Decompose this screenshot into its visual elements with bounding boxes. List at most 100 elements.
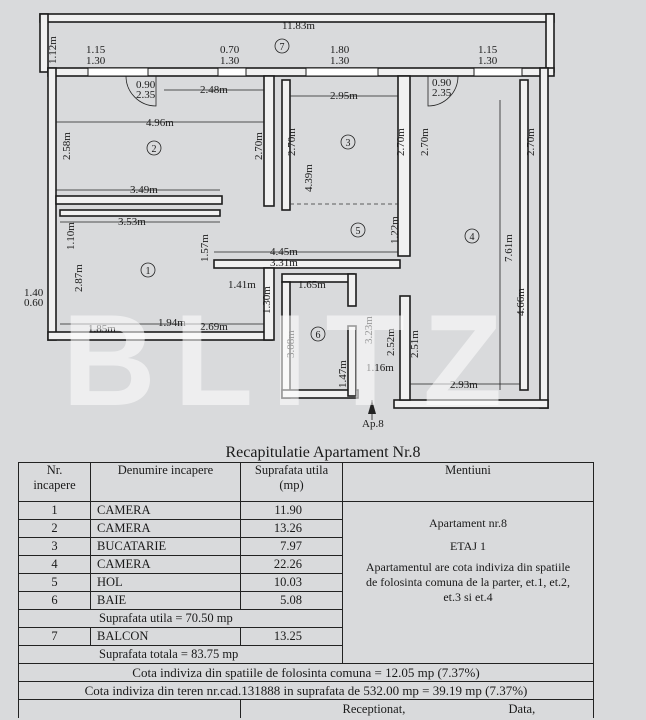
svg-text:3: 3	[346, 138, 351, 149]
room-label-5: 5	[350, 222, 366, 238]
dim-r4-270a: 2.70m	[419, 128, 431, 156]
west-wall	[47, 67, 57, 341]
dim-window4-top: 1.15	[478, 44, 498, 56]
dim-r2-496: 4.96m	[146, 117, 174, 129]
table-row: 3 BUCATARIE 7.97	[18, 537, 594, 556]
table-row: 2 CAMERA 13.26	[18, 519, 594, 538]
dim-r4-270b: 2.70m	[525, 128, 537, 156]
row-name: BUCATARIE	[90, 537, 241, 556]
svg-text:2: 2	[152, 144, 157, 155]
floor-plan: 11.83m 1.12m 1.15 1.30 0.70 1.30 1.80 1.…	[24, 13, 555, 430]
wall-r2-r3	[263, 75, 275, 207]
dim-leftwin-top: 1.40	[24, 287, 44, 299]
row-area: 7.97	[240, 537, 343, 556]
row-nr: 1	[18, 501, 91, 520]
svg-text:5: 5	[356, 226, 361, 237]
wall-r3-r4	[397, 75, 411, 257]
grand-total-row: Suprafata totala = 83.75 mp	[18, 645, 594, 664]
dim-leftwin-bottom: 0.60	[24, 297, 44, 309]
notes-cell: Apartament nr.8 ETAJ 1 Apartamentul are …	[342, 501, 594, 664]
dim-bath-141: 1.41m	[228, 279, 256, 291]
dim-bath-323: 3.23m	[363, 316, 375, 344]
row-nr: 6	[18, 591, 91, 610]
wall-r4-inner	[519, 79, 529, 391]
recap-title: Recapitulatie Apartament Nr.8	[225, 444, 421, 461]
dim-r2-270: 2.70m	[253, 132, 265, 160]
balcony-area: 13.25	[240, 627, 343, 646]
room-label-4: 4	[464, 228, 480, 244]
row-area: 11.90	[240, 501, 343, 520]
balcony-right-wall	[545, 13, 555, 73]
row-area: 10.03	[240, 573, 343, 592]
row-name: CAMERA	[90, 555, 241, 574]
dim-bath-130: 1.30m	[261, 286, 273, 314]
room-label-2: 2	[146, 140, 162, 156]
dim-r4-293: 2.93m	[450, 379, 478, 391]
notes-line2: ETAJ 1	[449, 539, 487, 553]
dim-r3-439: 4.39m	[303, 164, 315, 192]
south-west-wall	[47, 331, 273, 341]
dim-bath-165: 1.65m	[298, 279, 326, 291]
table-row: 5 HOL 10.03	[18, 573, 594, 592]
dim-r1-287: 2.87m	[73, 264, 85, 292]
dim-r2-258: 2.58m	[61, 132, 73, 160]
dim-hall-251: 2.51m	[409, 330, 421, 358]
dim-total-width: 11.83m	[282, 20, 315, 32]
balcony-name: BALCON	[90, 627, 241, 646]
row-area: 13.26	[240, 519, 343, 538]
dim-door2-bottom: 2.35	[432, 87, 452, 99]
dim-door1-bottom: 2.35	[136, 89, 156, 101]
dim-r4-466: 4.66m	[515, 288, 527, 316]
dim-r1-110: 1.10m	[65, 222, 77, 250]
dim-hall-122: 1.22m	[389, 216, 401, 244]
notes-line3: Apartamentul are cota indiviza din spati…	[365, 560, 571, 604]
dim-r1-269: 2.69m	[200, 321, 228, 333]
dim-bath-116: 1.16m	[366, 362, 394, 374]
dim-r1-157: 1.57m	[199, 234, 211, 262]
dim-window2-bottom: 1.30	[220, 55, 240, 67]
dim-r1-185: 1.85m	[88, 323, 116, 335]
entrance-label: Ap.8	[362, 418, 384, 430]
signature-row: Receptionat, Data,	[18, 699, 594, 718]
dim-door2-top: 0.90	[432, 77, 452, 89]
room-label-7: 7	[274, 38, 290, 54]
east-wall	[539, 67, 549, 409]
svg-text:1: 1	[146, 266, 151, 277]
date-label: Data,	[508, 702, 536, 716]
header-nr: Nr. incapere	[18, 462, 91, 502]
wall-r2-r1	[55, 195, 223, 205]
wall-bath-right	[347, 273, 357, 307]
dim-bath-147: 1.47m	[337, 360, 349, 388]
useful-total: Suprafata utila = 70.50 mp	[18, 609, 343, 628]
common-share: Cota indiviza din spatiile de folosinta …	[18, 663, 594, 682]
dim-bath-308: 3.08m	[285, 330, 297, 358]
dim-window4-bottom: 1.30	[478, 55, 498, 67]
land-share: Cota indiviza din teren nr.cad.131888 in…	[18, 681, 594, 700]
wall-r1-stub	[59, 209, 221, 217]
dim-window2-top: 0.70	[220, 44, 240, 56]
dim-r3-295: 2.95m	[330, 90, 358, 102]
row-nr: 2	[18, 519, 91, 538]
dim-r1-194: 1.94m	[158, 317, 186, 329]
svg-text:4: 4	[470, 232, 475, 243]
dim-r1-353: 3.53m	[118, 216, 146, 228]
table-row: 1 CAMERA 11.90 Apartament nr.8 ETAJ 1 Ap…	[18, 501, 594, 664]
header-notes: Mentiuni	[342, 462, 594, 502]
dim-hall-331: 3.31m	[270, 257, 298, 269]
room-label-3: 3	[340, 134, 356, 150]
wall-bath-bottom	[281, 389, 359, 399]
table-header: Nr. incapere Denumire incapere Suprafata…	[18, 462, 594, 502]
notes-line1: Apartament nr.8	[429, 516, 507, 530]
dim-window1-bottom: 1.30	[86, 55, 106, 67]
signature-blank	[18, 699, 241, 718]
land-share-row: Cota indiviza din teren nr.cad.131888 in…	[18, 681, 594, 700]
header-name: Denumire incapere	[90, 462, 241, 502]
recap-table: Nr. incapere Denumire incapere Suprafata…	[18, 462, 594, 718]
dim-left-height: 1.12m	[47, 36, 59, 64]
row-area: 22.26	[240, 555, 343, 574]
dim-window3-bottom: 1.30	[330, 55, 350, 67]
dim-r4-761: 7.61m	[503, 234, 515, 262]
header-area: Suprafata utila (mp)	[240, 462, 343, 502]
svg-text:7: 7	[280, 42, 285, 53]
row-name: CAMERA	[90, 519, 241, 538]
